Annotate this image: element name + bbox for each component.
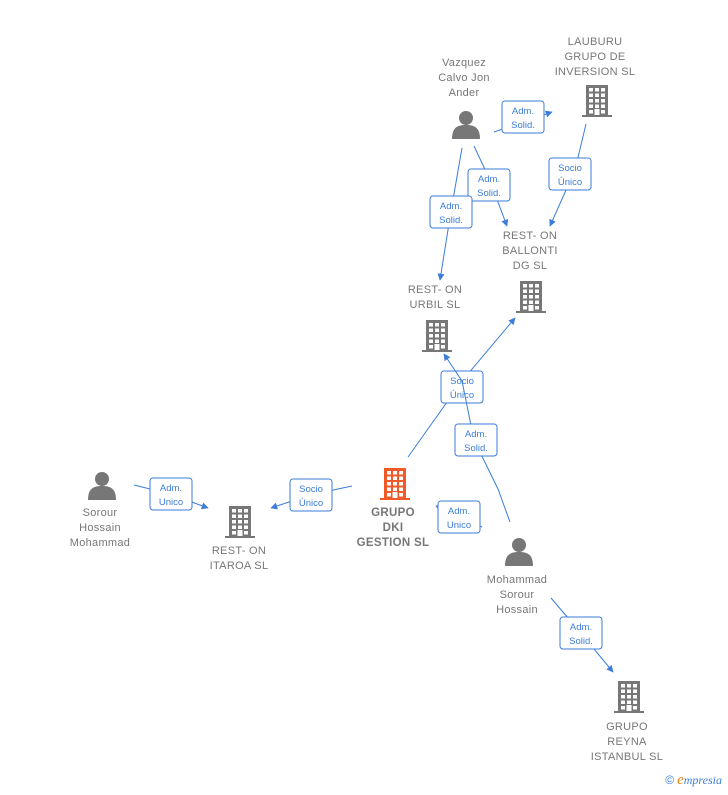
node-reyna[interactable]: GRUPO REYNA ISTANBUL SL <box>591 681 663 763</box>
node-urbil[interactable]: REST- ON URBIL SL <box>408 284 462 352</box>
edge-vazquez-to-urbil: Adm. Solid. <box>429 147 473 281</box>
edge-label-text: Adm. <box>478 174 500 185</box>
edge-label-text: Solid. <box>511 120 535 131</box>
edge-mohammad-to-dki: Adm. Unico <box>435 500 483 534</box>
node-label-line: Hossain <box>496 604 538 616</box>
edge-label-text: Adm. <box>465 429 487 440</box>
edge-label-box[interactable] <box>467 168 511 202</box>
person-icon <box>505 538 533 566</box>
edge-label-text: Solid. <box>477 188 501 199</box>
edge-vazquez-to-ballonti: Adm. Solid. <box>467 145 511 227</box>
brand-initial: e <box>677 772 684 788</box>
copyright-icon: © <box>665 773 675 787</box>
node-dki[interactable]: GRUPO DKI GESTION SL <box>357 468 430 549</box>
edge-label-text: Adm. <box>570 622 592 633</box>
edge-label-box[interactable] <box>149 477 193 511</box>
edge-label-box[interactable] <box>501 100 545 134</box>
building-icon <box>225 506 255 538</box>
node-label-line: Sorour <box>83 507 118 519</box>
node-label-line: Hossain <box>79 522 121 534</box>
node-label-line: REYNA <box>607 736 647 748</box>
node-label-line: URBIL SL <box>410 299 461 311</box>
node-label-line: Mohammad <box>70 537 130 549</box>
node-label-line: INVERSION SL <box>555 66 636 78</box>
edge-label-box[interactable] <box>437 500 481 534</box>
node-label-line: ISTANBUL SL <box>591 751 663 763</box>
edge-label-text: Único <box>450 390 474 401</box>
node-label-line: Mohammad <box>487 574 547 586</box>
node-label-line: DG SL <box>513 260 548 272</box>
node-label-line: REST- ON <box>503 230 557 242</box>
brand-rest: mpresia <box>683 773 722 787</box>
node-label-line: DKI <box>383 522 404 534</box>
empresia-watermark: ©empresia <box>665 772 722 789</box>
edge-label-text: Adm. <box>440 201 462 212</box>
building-icon <box>516 281 546 313</box>
edges-layer: Adm.Solid.SocioÚnicoAdm.Solid.Adm.Solid.… <box>133 100 614 673</box>
node-label-line: GRUPO <box>606 721 648 733</box>
node-label-line: REST- ON <box>408 284 462 296</box>
edge-mohammad-to-urbil: Adm. Solid. <box>443 353 511 523</box>
edge-label-text: Solid. <box>464 443 488 454</box>
building-icon <box>582 85 612 117</box>
node-ballonti[interactable]: REST- ON BALLONTI DG SL <box>502 230 558 313</box>
person-icon <box>88 472 116 500</box>
edge-sorour-to-itaroa: Adm. Unico <box>133 477 209 511</box>
building-icon <box>422 320 452 352</box>
node-label-line: GRUPO DE <box>564 51 625 63</box>
node-label-line: LAUBURU <box>568 36 623 48</box>
edge-label-text: Solid. <box>569 636 593 647</box>
edge-label-box[interactable] <box>440 370 484 404</box>
building-icon <box>380 468 410 500</box>
edge-label-box[interactable] <box>548 157 592 191</box>
person-icon <box>452 111 480 139</box>
edge-label-box[interactable] <box>289 478 333 512</box>
node-label-line: BALLONTI <box>502 245 558 257</box>
node-label-line: ITAROA SL <box>210 560 269 572</box>
edge-label-text: Único <box>558 177 582 188</box>
edge-label-text: Socio <box>299 484 323 495</box>
building-icon <box>614 681 644 713</box>
edge-label-box[interactable] <box>559 616 603 650</box>
edge-label-box[interactable] <box>454 423 498 457</box>
node-label-line: Ander <box>449 87 480 99</box>
edge-label-text: Adm. <box>448 506 470 517</box>
node-label-line: Sorour <box>500 589 535 601</box>
node-itaroa[interactable]: REST- ON ITAROA SL <box>210 506 269 572</box>
edge-label-text: Único <box>299 498 323 509</box>
edge-label-box[interactable] <box>429 195 473 229</box>
node-label-line: Vazquez <box>442 57 486 69</box>
node-label-line: GRUPO <box>371 507 415 519</box>
node-lauburu[interactable]: LAUBURU GRUPO DE INVERSION SL <box>555 36 636 117</box>
node-label-line: Calvo Jon <box>438 72 490 84</box>
node-label-line: REST- ON <box>212 545 266 557</box>
edge-vazquez-to-lauburu: Adm. Solid. <box>493 100 553 134</box>
edge-label-text: Adm. <box>512 106 534 117</box>
edge-label-text: Solid. <box>439 215 463 226</box>
edge-label-text: Unico <box>159 497 183 508</box>
edge-label-text: Adm. <box>160 483 182 494</box>
edge-label-text: Unico <box>447 520 471 531</box>
edge-label-text: Socio <box>558 163 582 174</box>
node-label-line: GESTION SL <box>357 537 430 549</box>
edge-mohammad-to-reyna: Adm. Solid. <box>550 597 614 673</box>
